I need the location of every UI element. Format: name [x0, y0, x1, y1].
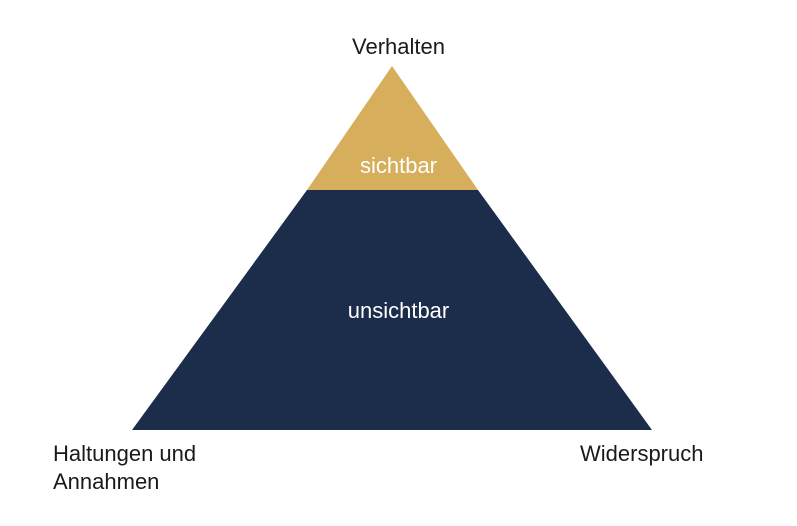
top-band-label: sichtbar: [359, 153, 438, 178]
top-vertex-label: Verhalten: [352, 34, 445, 59]
bottom-band-label: unsichtbar: [347, 298, 450, 323]
pyramid-bottom-band: [132, 190, 652, 430]
right-vertex-label: Widerspruch: [580, 441, 704, 466]
pyramid-top-band: [307, 66, 478, 190]
left-vertex-label: Haltungen und Annahmen: [53, 441, 197, 494]
